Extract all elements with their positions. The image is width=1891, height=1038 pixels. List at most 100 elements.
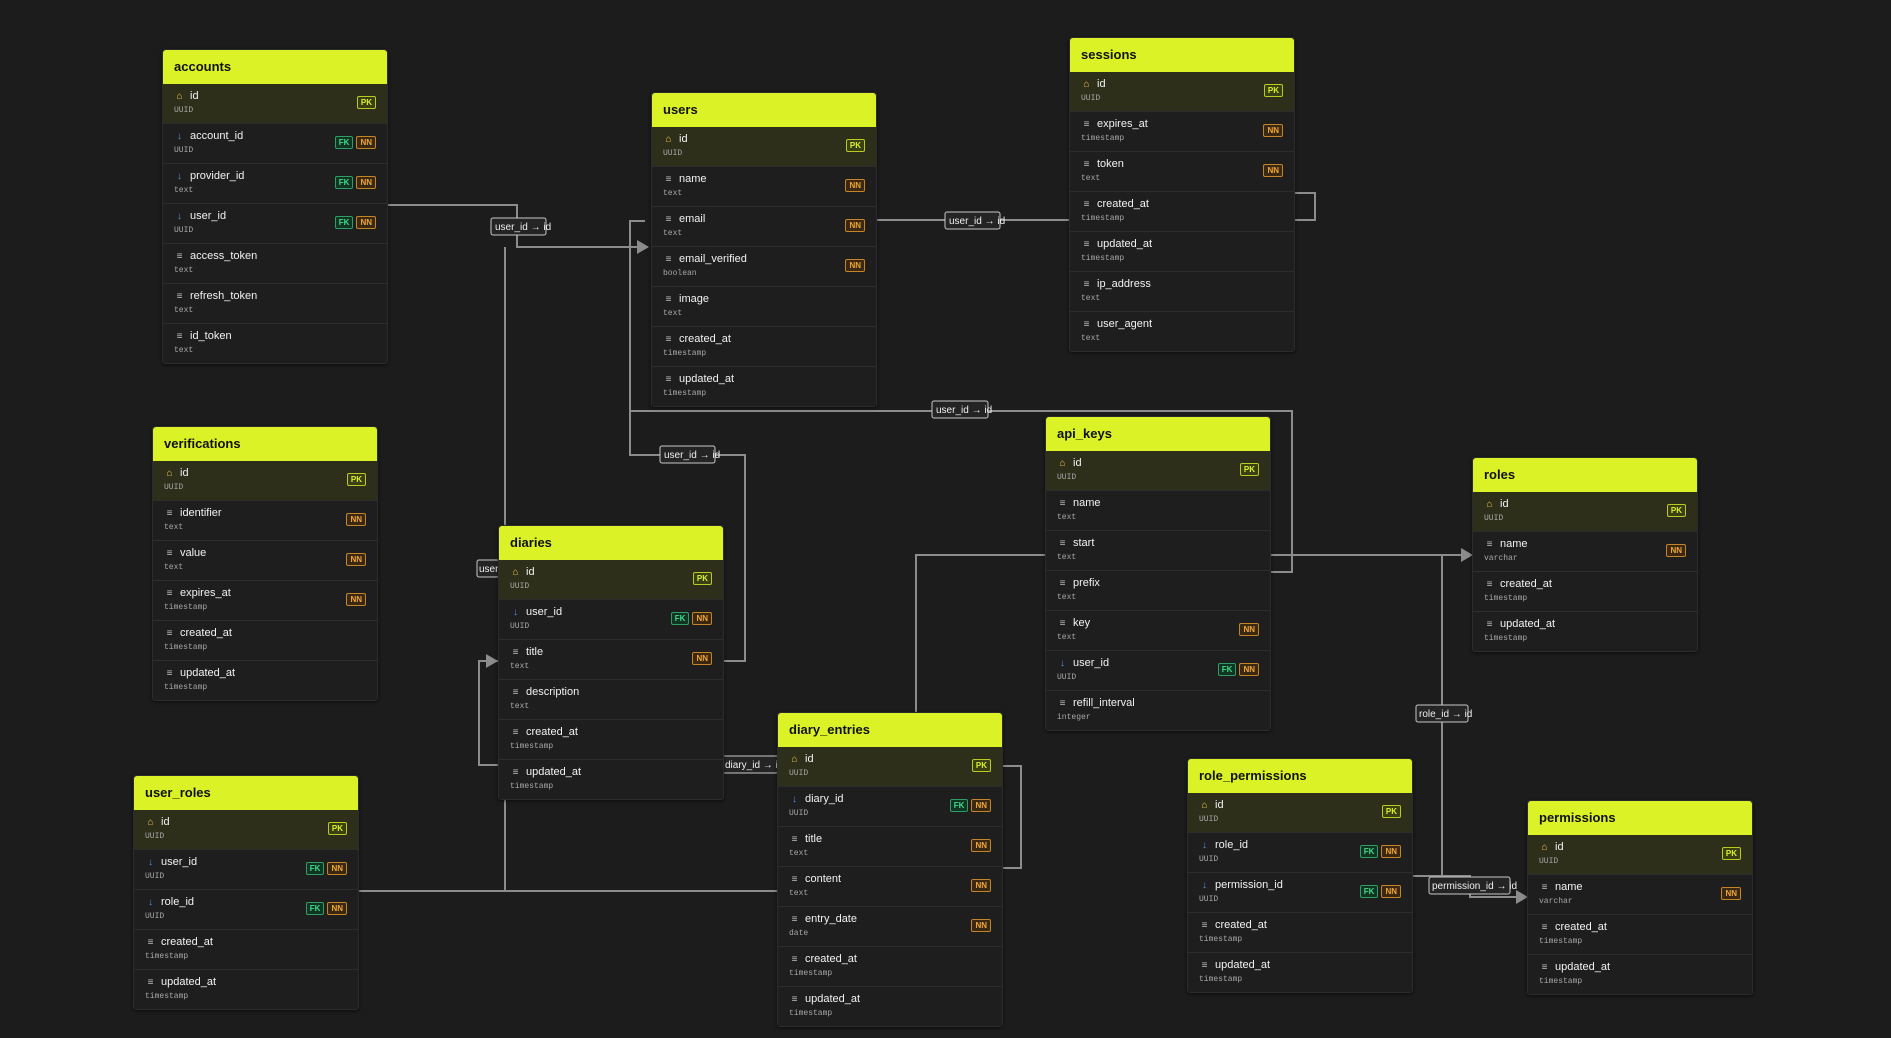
- column-name: value: [180, 547, 207, 559]
- table-title[interactable]: user_roles: [134, 776, 358, 810]
- column-name: image: [679, 293, 709, 305]
- table-title[interactable]: role_permissions: [1188, 759, 1412, 793]
- nn-badge: NN: [356, 136, 376, 149]
- column-type: text: [174, 186, 194, 195]
- column-type: varchar: [1484, 554, 1518, 563]
- table-title[interactable]: api_keys: [1046, 417, 1270, 451]
- table-title[interactable]: verifications: [153, 427, 377, 461]
- table-title[interactable]: sessions: [1070, 38, 1294, 72]
- column-type: text: [1081, 294, 1101, 303]
- table-title[interactable]: users: [652, 93, 876, 127]
- table-title[interactable]: roles: [1473, 458, 1697, 492]
- column-icon: ≡: [791, 954, 798, 965]
- column-type: timestamp: [1484, 594, 1528, 603]
- table-title[interactable]: permissions: [1528, 801, 1752, 835]
- table-title[interactable]: diaries: [499, 526, 723, 560]
- column-icon: ≡: [147, 937, 154, 948]
- column-name: name: [1500, 538, 1528, 550]
- column-badges: PK: [1721, 847, 1741, 860]
- table-title[interactable]: accounts: [163, 50, 387, 84]
- column-icon: ≡: [512, 687, 519, 698]
- table-title[interactable]: diary_entries: [778, 713, 1002, 747]
